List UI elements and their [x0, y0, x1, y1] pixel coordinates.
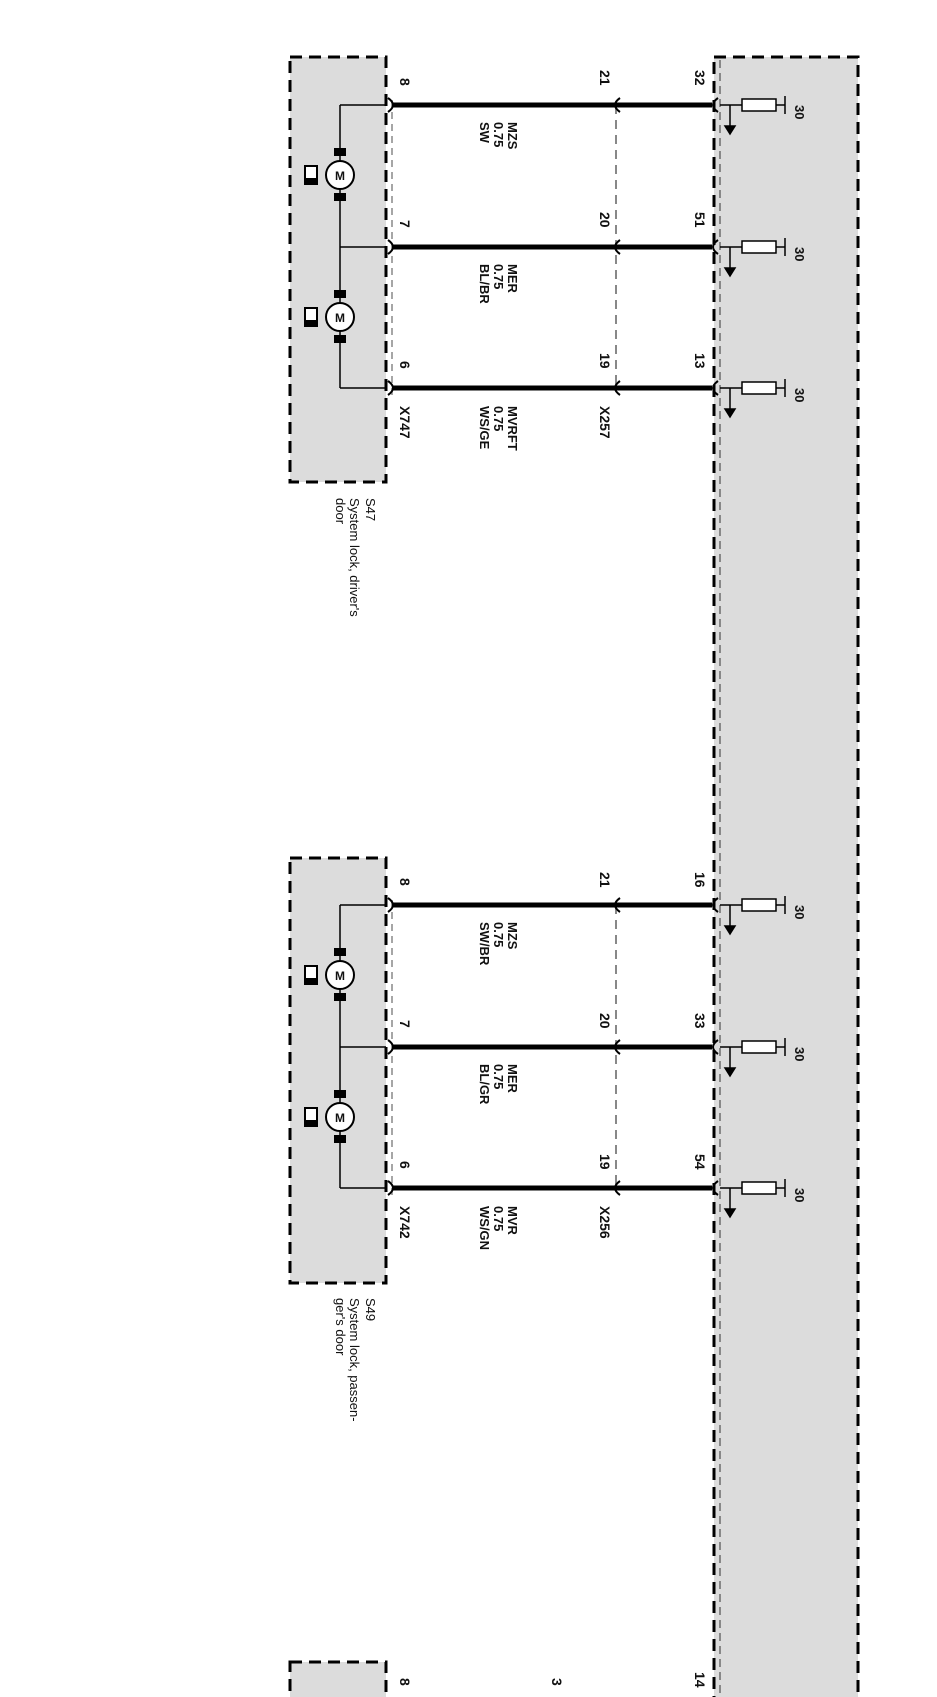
pin-label: 21 — [597, 70, 613, 86]
fuse-label: 30 — [792, 388, 807, 402]
fuse-label: 30 — [792, 247, 807, 261]
svg-text:M: M — [335, 969, 345, 983]
svg-text:MZS: MZS — [505, 122, 520, 150]
svg-text:M: M — [335, 1111, 345, 1125]
component-caption-s47: S47 System lock, driver's door — [333, 498, 378, 617]
svg-text:MER: MER — [505, 264, 520, 294]
pin-label: 20 — [597, 1013, 613, 1029]
svg-text:WS/GN: WS/GN — [477, 1206, 492, 1250]
pin-label: 19 — [597, 1154, 613, 1170]
fuse-symbol — [720, 96, 786, 136]
svg-text:0.75: 0.75 — [491, 122, 506, 147]
pin-label: 6 — [397, 1161, 413, 1169]
fuse-symbol — [720, 1038, 786, 1078]
svg-text:MER: MER — [505, 1064, 520, 1094]
svg-text:0.75: 0.75 — [491, 264, 506, 289]
fuse-symbol — [720, 1179, 786, 1219]
pin-label: 7 — [397, 1020, 413, 1028]
pin-label: 8 — [397, 878, 413, 886]
pin-label: 8 — [397, 78, 413, 86]
svg-text:M: M — [335, 311, 345, 325]
pin-label: 3 — [549, 1678, 565, 1686]
connector-label: X257 — [597, 406, 613, 439]
pin-label: 13 — [692, 353, 708, 369]
pin-label: 32 — [692, 70, 708, 86]
wire-spec-s49-2: MER 0.75 BL/GR — [477, 1064, 520, 1105]
connector-label: X256 — [597, 1206, 613, 1239]
wire-spec-s49-1: MZS 0.75 SW/BR — [477, 922, 520, 966]
wire-s47-3 — [387, 380, 719, 396]
motor-icon: M — [304, 290, 355, 343]
wire-spec-s49-3: MVR 0.75 WS/GN — [477, 1206, 520, 1250]
svg-text:WS/GE: WS/GE — [477, 406, 492, 450]
svg-text:System lock, driver's: System lock, driver's — [347, 498, 362, 617]
svg-text:M: M — [335, 169, 345, 183]
pin-label: 14 — [692, 1672, 708, 1688]
fuse-label: 30 — [792, 1047, 807, 1061]
svg-text:S47: S47 — [363, 498, 378, 521]
pin-label: 33 — [692, 1013, 708, 1029]
component-box-s47 — [288, 55, 388, 484]
fuse-symbol — [720, 896, 786, 936]
wire-spec-s47-2: MER 0.75 BL/BR — [477, 264, 520, 304]
fuse-label: 30 — [792, 905, 807, 919]
svg-text:S49: S49 — [363, 1298, 378, 1321]
pin-label: 6 — [397, 361, 413, 369]
wire-spec-s47-1: MZS 0.75 SW — [477, 122, 520, 150]
wire-s47-1 — [387, 97, 719, 113]
pin-label: 54 — [692, 1154, 708, 1170]
component-caption-s49: S49 System lock, passen- ger's door — [333, 1298, 378, 1422]
svg-text:0.75: 0.75 — [491, 406, 506, 431]
svg-text:BL/BR: BL/BR — [477, 264, 492, 304]
svg-text:MVRFT: MVRFT — [505, 406, 520, 451]
svg-text:System lock, passen-: System lock, passen- — [347, 1298, 362, 1422]
motor-icon: M — [304, 948, 355, 1001]
svg-text:SW/BR: SW/BR — [477, 922, 492, 966]
fuse-symbol — [720, 238, 786, 278]
pin-label: 20 — [597, 212, 613, 228]
fuse-label: 30 — [792, 1188, 807, 1202]
wire-s49-1 — [387, 897, 719, 913]
wire-s49-3 — [387, 1180, 719, 1196]
motor-icon: M — [304, 1090, 355, 1143]
wire-s47-2 — [387, 239, 719, 255]
pin-label: 16 — [692, 872, 708, 888]
svg-text:door: door — [333, 498, 348, 525]
pin-label: 21 — [597, 872, 613, 888]
wire-spec-s47-3: MVRFT 0.75 WS/GE — [477, 406, 520, 451]
svg-text:BL/GR: BL/GR — [477, 1064, 492, 1105]
fuse-symbol — [720, 379, 786, 419]
connector-label: X747 — [397, 406, 413, 439]
motor-icon: M — [304, 148, 355, 201]
svg-text:SW: SW — [477, 122, 492, 144]
pin-label: 7 — [397, 220, 413, 228]
svg-text:0.75: 0.75 — [491, 1206, 506, 1231]
component-box-partial — [288, 1660, 388, 1697]
fuse-label: 30 — [792, 105, 807, 119]
wire-s49-2 — [387, 1039, 719, 1055]
svg-text:0.75: 0.75 — [491, 922, 506, 947]
control-module-box — [712, 55, 860, 1697]
svg-text:0.75: 0.75 — [491, 1064, 506, 1089]
pin-label: 51 — [692, 212, 708, 228]
svg-text:ger's door: ger's door — [333, 1298, 348, 1356]
svg-text:MZS: MZS — [505, 922, 520, 950]
connector-label: X742 — [397, 1206, 413, 1239]
pin-label: 19 — [597, 353, 613, 369]
svg-text:MVR: MVR — [505, 1206, 520, 1236]
pin-label: 8 — [397, 1678, 413, 1686]
component-box-s49 — [288, 856, 388, 1285]
